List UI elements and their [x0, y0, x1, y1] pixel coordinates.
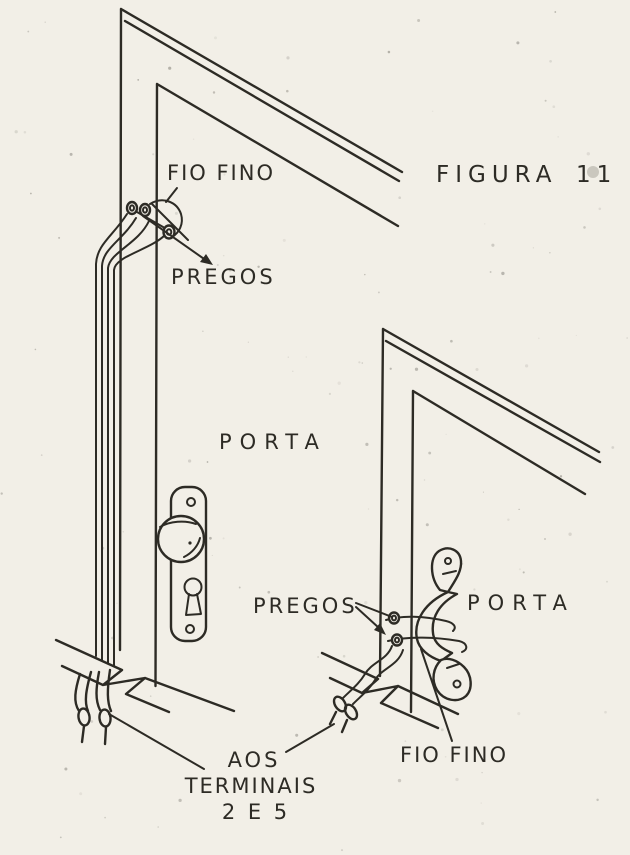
wire-ends-left	[74, 668, 113, 746]
label-aos: AOS	[228, 748, 281, 772]
label-fio-fino-right: FIO FINO	[400, 743, 508, 767]
door-knob	[156, 485, 208, 643]
door-panel-left	[154, 82, 400, 688]
arrowhead-pregos-left	[200, 254, 213, 265]
leader-pregos-right	[355, 602, 393, 629]
label-2e5: 2 E 5	[222, 800, 290, 824]
leader-fio-fino-left	[165, 187, 178, 203]
keyhole	[183, 577, 203, 597]
label-porta-right: PORTA	[467, 591, 575, 615]
door-panel-right	[409, 389, 587, 714]
leader-terminals-left	[108, 713, 205, 770]
label-terminais: TERMINAIS	[184, 774, 318, 798]
leader-terminals-right	[285, 723, 335, 753]
label-porta-left: PORTA	[219, 430, 327, 454]
label-fio-fino-left: FIO FINO	[167, 161, 275, 185]
leader-pregos-left	[142, 203, 208, 262]
label-pregos-right: PREGOS	[253, 594, 358, 618]
leader-fio-fino-right	[420, 648, 453, 742]
ink-smudge	[587, 166, 599, 178]
wire-ends-right	[328, 695, 359, 734]
figure-number: 11	[576, 162, 617, 188]
paper-texture	[0, 11, 628, 852]
door-frame-left	[118, 7, 404, 652]
left-door-drawing	[54, 7, 404, 770]
wire-right	[342, 645, 404, 705]
label-pregos-left: PREGOS	[171, 265, 276, 289]
door-handle	[415, 547, 472, 702]
wire-bundle-left	[95, 213, 166, 667]
break-mark-right	[320, 651, 460, 730]
right-door-drawing	[285, 327, 602, 753]
thin-wire-right	[385, 615, 468, 653]
break-mark-left	[54, 638, 236, 714]
nails-left	[125, 200, 176, 240]
door-frame-right	[378, 327, 602, 678]
arrowhead-pregos-right	[374, 623, 386, 635]
figure-caption: FIGURA	[436, 162, 557, 188]
nails-right	[387, 611, 404, 647]
